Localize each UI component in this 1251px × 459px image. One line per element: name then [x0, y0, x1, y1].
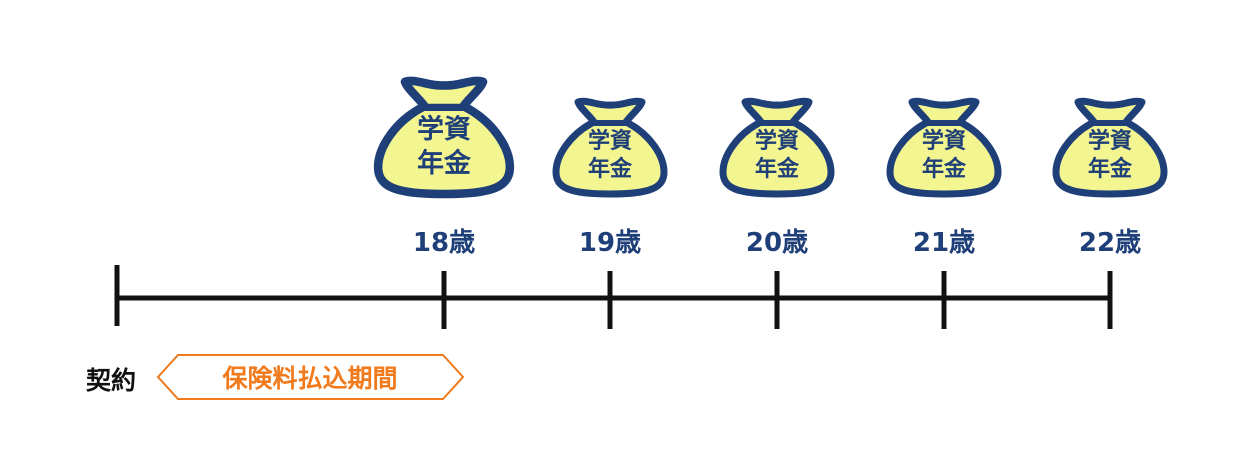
bag-text-line2: 年金 — [922, 156, 967, 182]
money-bag-body — [373, 76, 515, 199]
bag-text-line1: 学資 — [922, 128, 966, 154]
age-label: 22歳 — [1079, 228, 1141, 258]
age-labels: 18歳 19歳 20歳 21歳 22歳 — [413, 228, 1141, 258]
age-label: 18歳 — [413, 228, 475, 258]
bag-text-line2: 年金 — [1088, 156, 1133, 182]
age-label: 21歳 — [913, 228, 975, 258]
age-label: 19歳 — [579, 228, 641, 258]
bag-text-line1: 学資 — [588, 128, 632, 154]
age-label: 20歳 — [746, 228, 808, 258]
payment-period-label: 保険料払込期間 — [221, 364, 397, 393]
bag-text-line2: 年金 — [588, 156, 633, 182]
payment-period-box: 保険料払込期間 — [156, 354, 465, 400]
money-bag-body — [719, 97, 835, 198]
contract-label: 契約 — [86, 366, 136, 395]
money-bag-body — [1052, 97, 1168, 198]
bag-text-line2: 年金 — [417, 147, 471, 179]
timeline — [114, 265, 1113, 329]
bag-text-line2: 年金 — [755, 156, 800, 182]
bag-text-line1: 学資 — [1088, 128, 1132, 154]
bag-text-line1: 学資 — [755, 128, 799, 154]
payment-period-arrow — [156, 354, 465, 400]
money-bag-body — [886, 97, 1002, 198]
bag-text-line1: 学資 — [417, 113, 471, 145]
money-bag-body — [552, 97, 668, 198]
